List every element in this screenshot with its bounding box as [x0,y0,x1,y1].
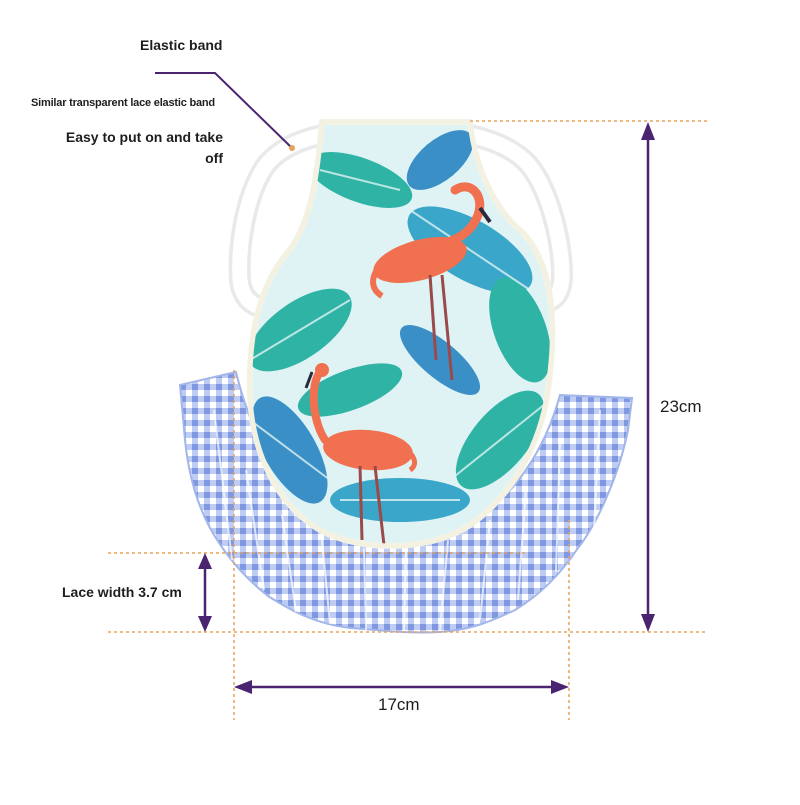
elastic-band-leader [155,72,293,149]
elastic-band-label: Elastic band [140,37,223,53]
width-label: 17cm [378,695,420,714]
lace-elastic-right [459,124,574,314]
flamingo-top [370,182,492,381]
gingham-ruffle [178,370,634,634]
lace-elastic-description: Similar transparent lace elastic band [31,97,215,109]
lace-width-label: Lace width 3.7 cm [62,584,182,600]
height-dimension-arrow [641,122,655,632]
lace-elastic-left [228,124,333,320]
flamingo-bottom [304,363,418,546]
guide-lines [108,120,708,720]
width-dimension-arrow [234,680,569,694]
leader-dot [289,145,295,151]
easy-on-off-note: Easy to put on and take off [65,129,223,166]
fabric-body [246,119,556,549]
lace-width-dimension-arrow [198,553,212,632]
height-label: 23cm [660,397,702,416]
